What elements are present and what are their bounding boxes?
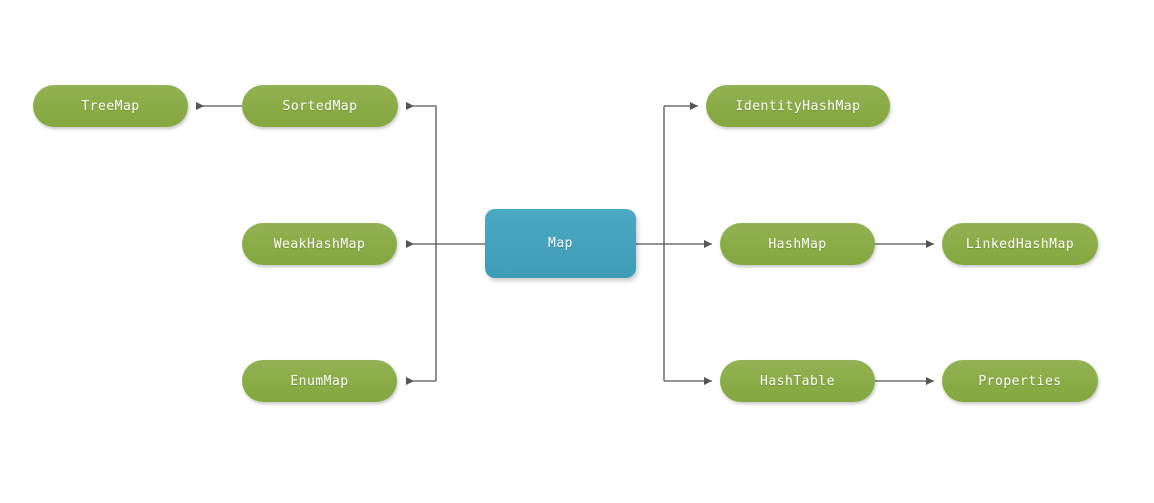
node-hashtable[interactable]: HashTable <box>720 360 875 402</box>
node-enummap[interactable]: EnumMap <box>242 360 397 402</box>
node-label: Map <box>548 236 573 251</box>
node-label: LinkedHashMap <box>965 236 1075 252</box>
node-linkedhashmap[interactable]: LinkedHashMap <box>942 223 1098 265</box>
node-identityhashmap[interactable]: IdentityHashMap <box>706 85 890 127</box>
node-treemap[interactable]: TreeMap <box>33 85 188 127</box>
node-label: Properties <box>978 373 1062 389</box>
node-label: HashMap <box>768 236 827 252</box>
node-properties[interactable]: Properties <box>942 360 1098 402</box>
node-sortedmap[interactable]: SortedMap <box>242 85 398 127</box>
node-label: EnumMap <box>290 373 349 389</box>
node-label: WeakHashMap <box>273 236 366 252</box>
node-weakhashmap[interactable]: WeakHashMap <box>242 223 397 265</box>
node-label: SortedMap <box>282 98 358 114</box>
node-map-root[interactable]: Map <box>485 209 636 278</box>
node-hashmap[interactable]: HashMap <box>720 223 875 265</box>
node-label: IdentityHashMap <box>735 98 861 114</box>
node-label: TreeMap <box>81 98 140 114</box>
node-label: HashTable <box>760 373 835 389</box>
